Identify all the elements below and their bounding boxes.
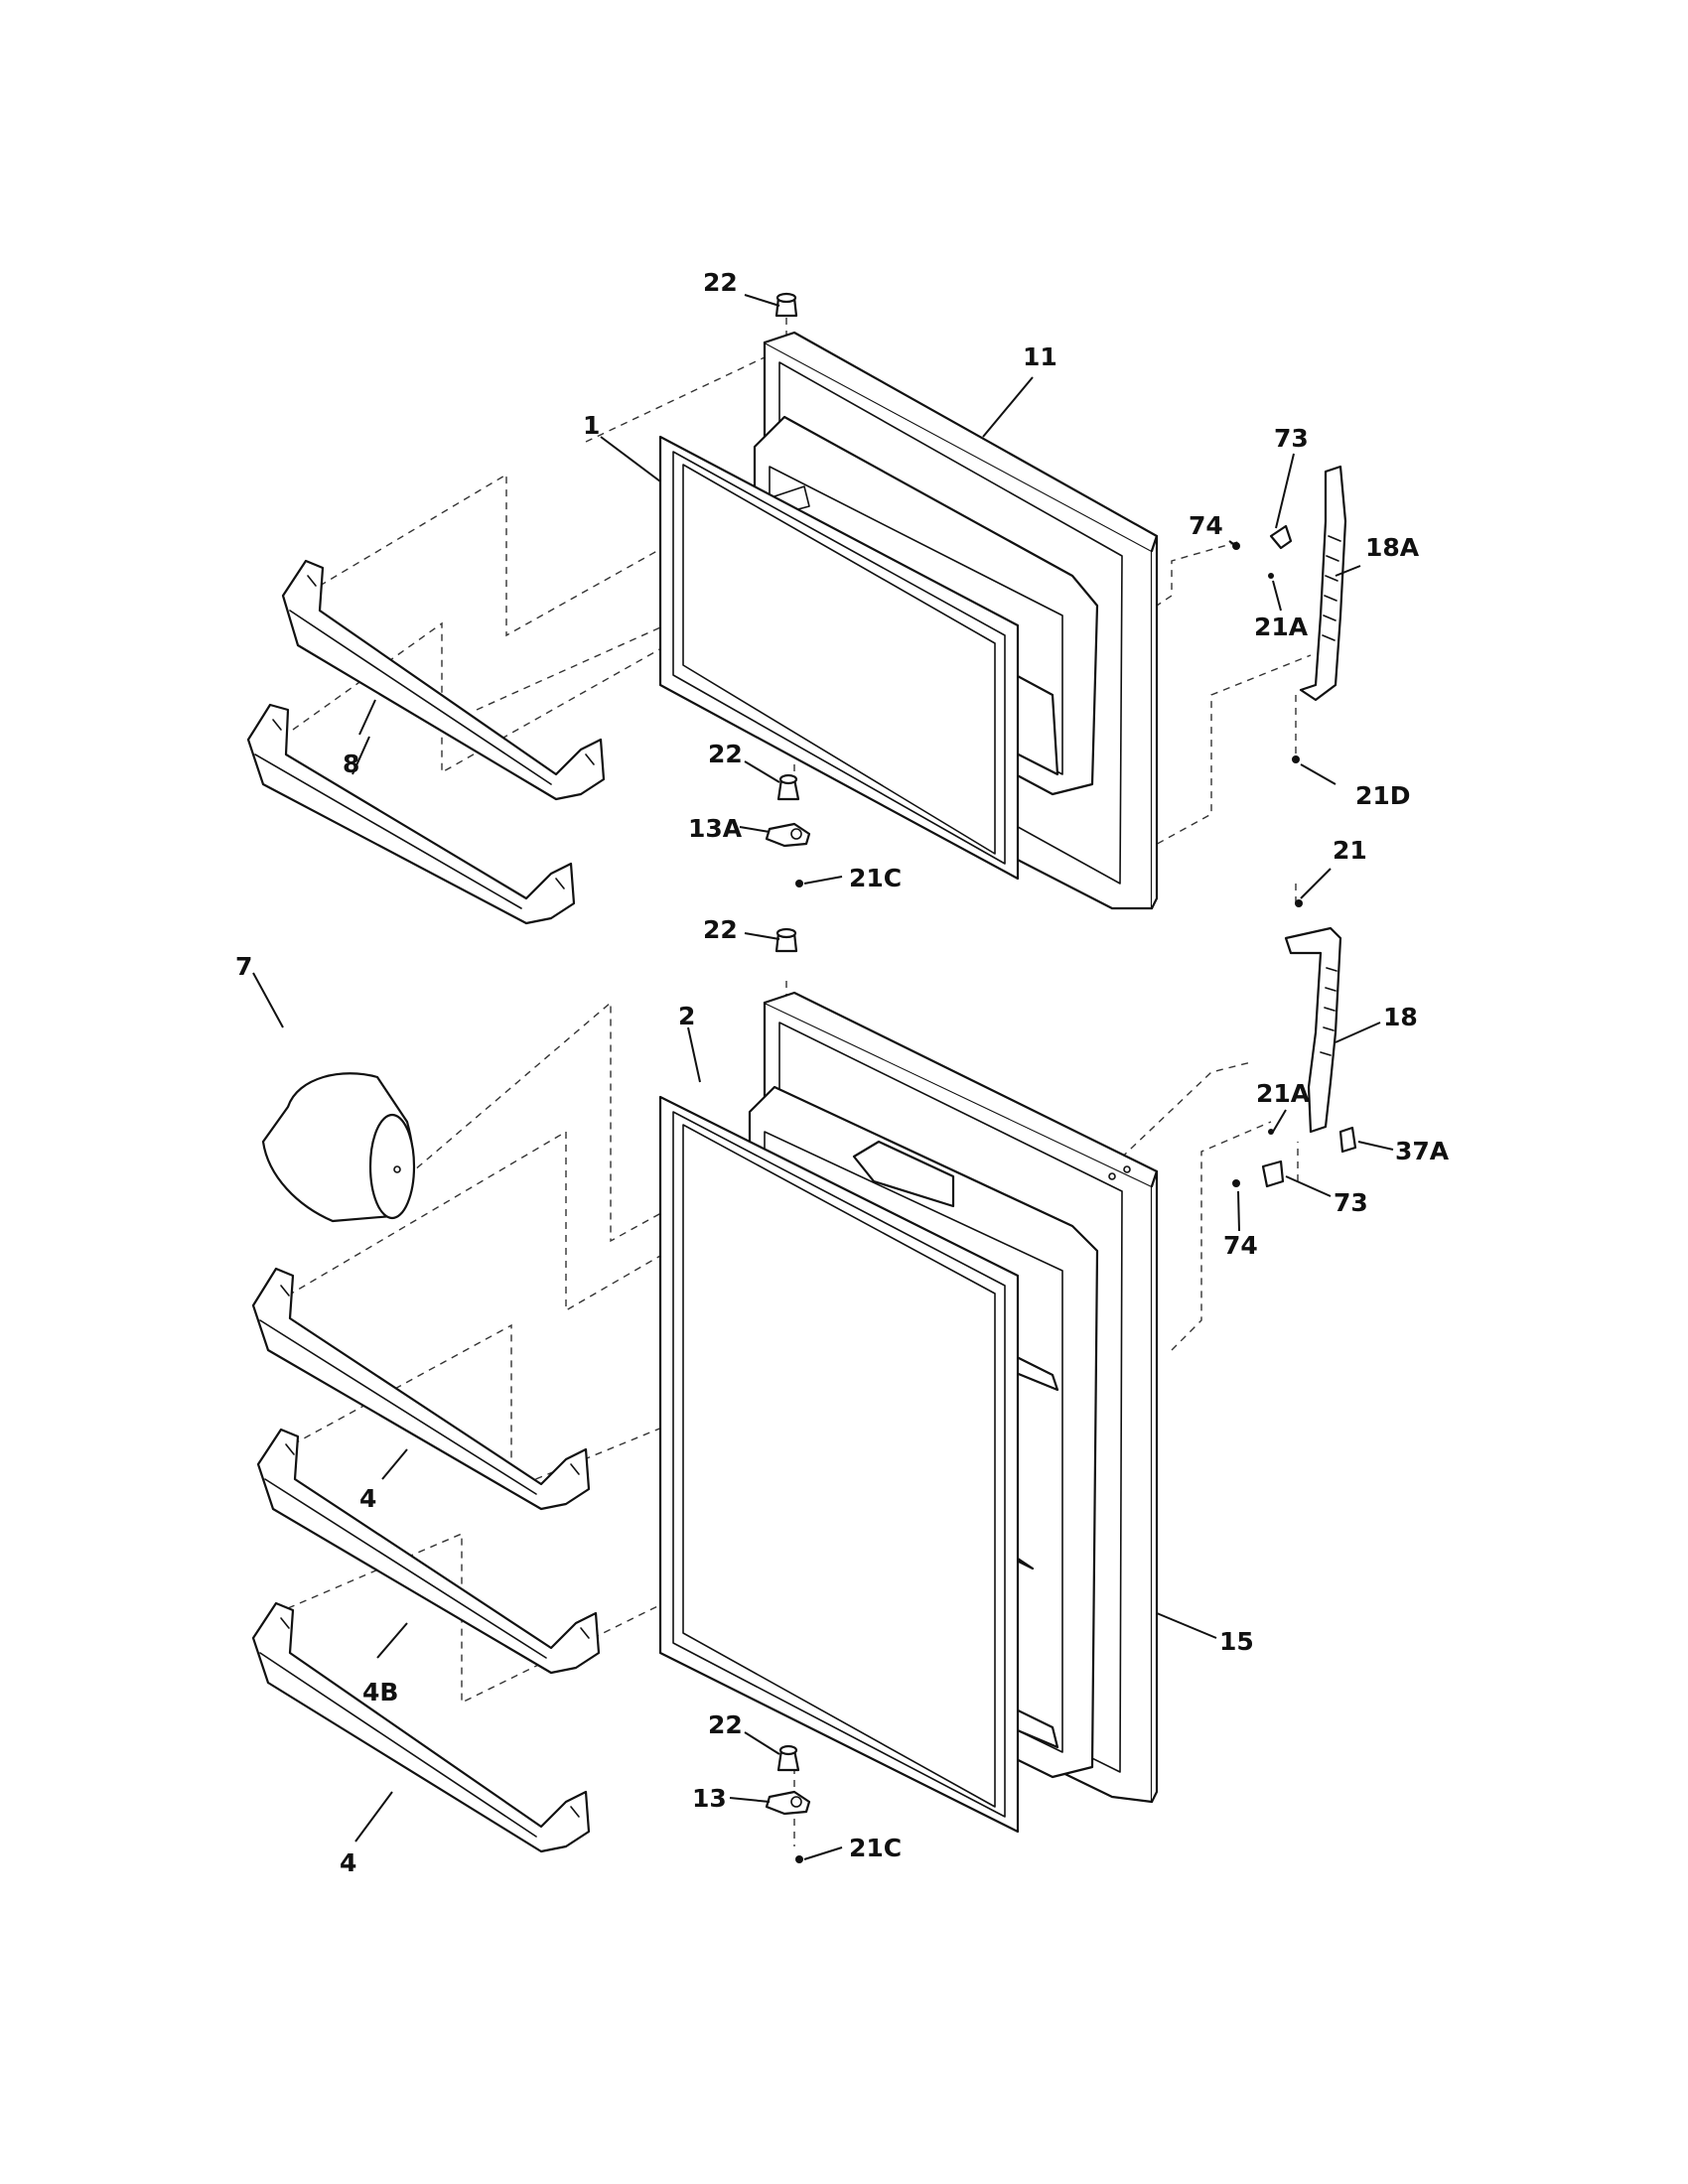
leader-lines — [252, 294, 1394, 1860]
label-73-bot: 73 — [1334, 1188, 1368, 1217]
label-18A: 18A — [1365, 533, 1420, 562]
freezer-shelf-upper — [281, 559, 606, 801]
upper-small-parts — [765, 292, 811, 887]
label-37A: 37A — [1395, 1137, 1450, 1165]
door-bin-upper — [251, 1267, 591, 1511]
label-22-mid2: 22 — [703, 915, 738, 944]
freezer-shelf-lower — [246, 703, 576, 925]
label-21D: 21D — [1355, 781, 1411, 810]
freezer-gasket — [658, 435, 1020, 881]
callout-labels: 22 11 1 73 74 18A 21A 8 22 13A 21C 21D 2… — [235, 268, 1450, 1877]
dairy-bin — [261, 1072, 416, 1223]
label-22-top: 22 — [703, 268, 738, 297]
label-13A: 13A — [688, 814, 743, 843]
label-22-bot: 22 — [708, 1710, 743, 1739]
label-18: 18 — [1383, 1003, 1418, 1031]
door-bin-middle — [256, 1428, 601, 1675]
label-74-bot: 74 — [1223, 1231, 1258, 1260]
label-21A-bot: 21A — [1256, 1079, 1311, 1108]
label-4-top: 4 — [359, 1484, 376, 1513]
label-21C-bot: 21C — [849, 1834, 902, 1862]
label-7: 7 — [235, 952, 252, 981]
label-13: 13 — [692, 1784, 727, 1813]
label-11: 11 — [1023, 342, 1057, 371]
label-73-top: 73 — [1274, 424, 1309, 453]
label-22-mid1: 22 — [708, 740, 743, 768]
label-4B: 4B — [362, 1678, 398, 1706]
label-2: 2 — [678, 1002, 695, 1030]
label-15: 15 — [1219, 1627, 1254, 1656]
label-21: 21 — [1333, 836, 1367, 865]
door-bin-lower — [251, 1601, 591, 1853]
label-21C-top: 21C — [849, 864, 902, 892]
label-21A-top: 21A — [1254, 613, 1309, 641]
label-74-top: 74 — [1189, 511, 1223, 540]
fresh-food-gasket — [658, 1095, 1020, 1834]
label-4-bot: 4 — [340, 1848, 356, 1877]
lower-hinge-18 — [1232, 899, 1357, 1188]
lower-small-parts — [765, 927, 811, 1863]
label-1: 1 — [583, 411, 600, 440]
label-8: 8 — [343, 750, 359, 778]
